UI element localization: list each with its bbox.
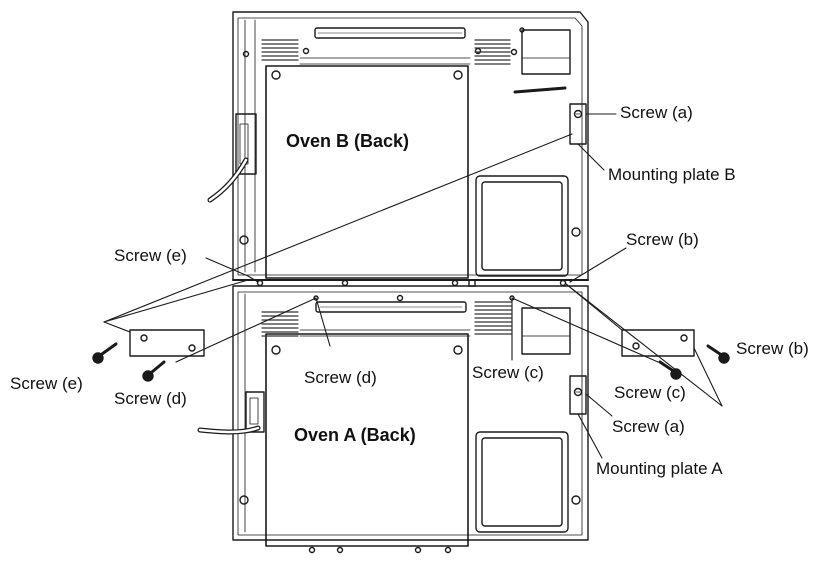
stack-joint xyxy=(232,279,589,287)
oven-a-title: Oven A (Back) xyxy=(294,425,416,445)
mounting-plate-a-shape xyxy=(569,375,587,415)
screw-d-left-shape xyxy=(142,360,166,382)
oven-b-body xyxy=(207,11,589,281)
label-screw-b-top: Screw (b) xyxy=(626,230,699,249)
label-screw-d-center: Screw (d) xyxy=(304,368,377,387)
label-screw-b-right: Screw (b) xyxy=(736,339,809,358)
label-screw-a-upper: Screw (a) xyxy=(620,103,693,122)
label-mounting-plate-b: Mounting plate B xyxy=(608,165,736,184)
oven-a-body xyxy=(197,285,589,554)
mounting-plate-b-shape xyxy=(569,103,587,145)
label-screw-d-left: Screw (d) xyxy=(114,389,187,408)
oven-a-vents xyxy=(261,301,513,337)
left-bracket xyxy=(129,329,205,357)
screw-e-left-shape xyxy=(92,342,118,364)
oven-b-vents xyxy=(261,39,511,65)
label-mounting-plate-a: Mounting plate A xyxy=(596,459,723,478)
label-screw-c-center: Screw (c) xyxy=(472,363,544,382)
leader-lines xyxy=(103,113,723,459)
right-bracket xyxy=(621,329,695,357)
oven-b-title: Oven B (Back) xyxy=(286,131,410,151)
label-screw-a-lower: Screw (a) xyxy=(612,417,685,436)
label-screw-e-top: Screw (e) xyxy=(114,246,187,265)
label-screw-e-left: Screw (e) xyxy=(10,374,83,393)
screw-b-right-shape xyxy=(706,344,730,364)
label-screw-c-right: Screw (c) xyxy=(614,383,686,402)
screw-c-right-shape xyxy=(658,360,682,380)
